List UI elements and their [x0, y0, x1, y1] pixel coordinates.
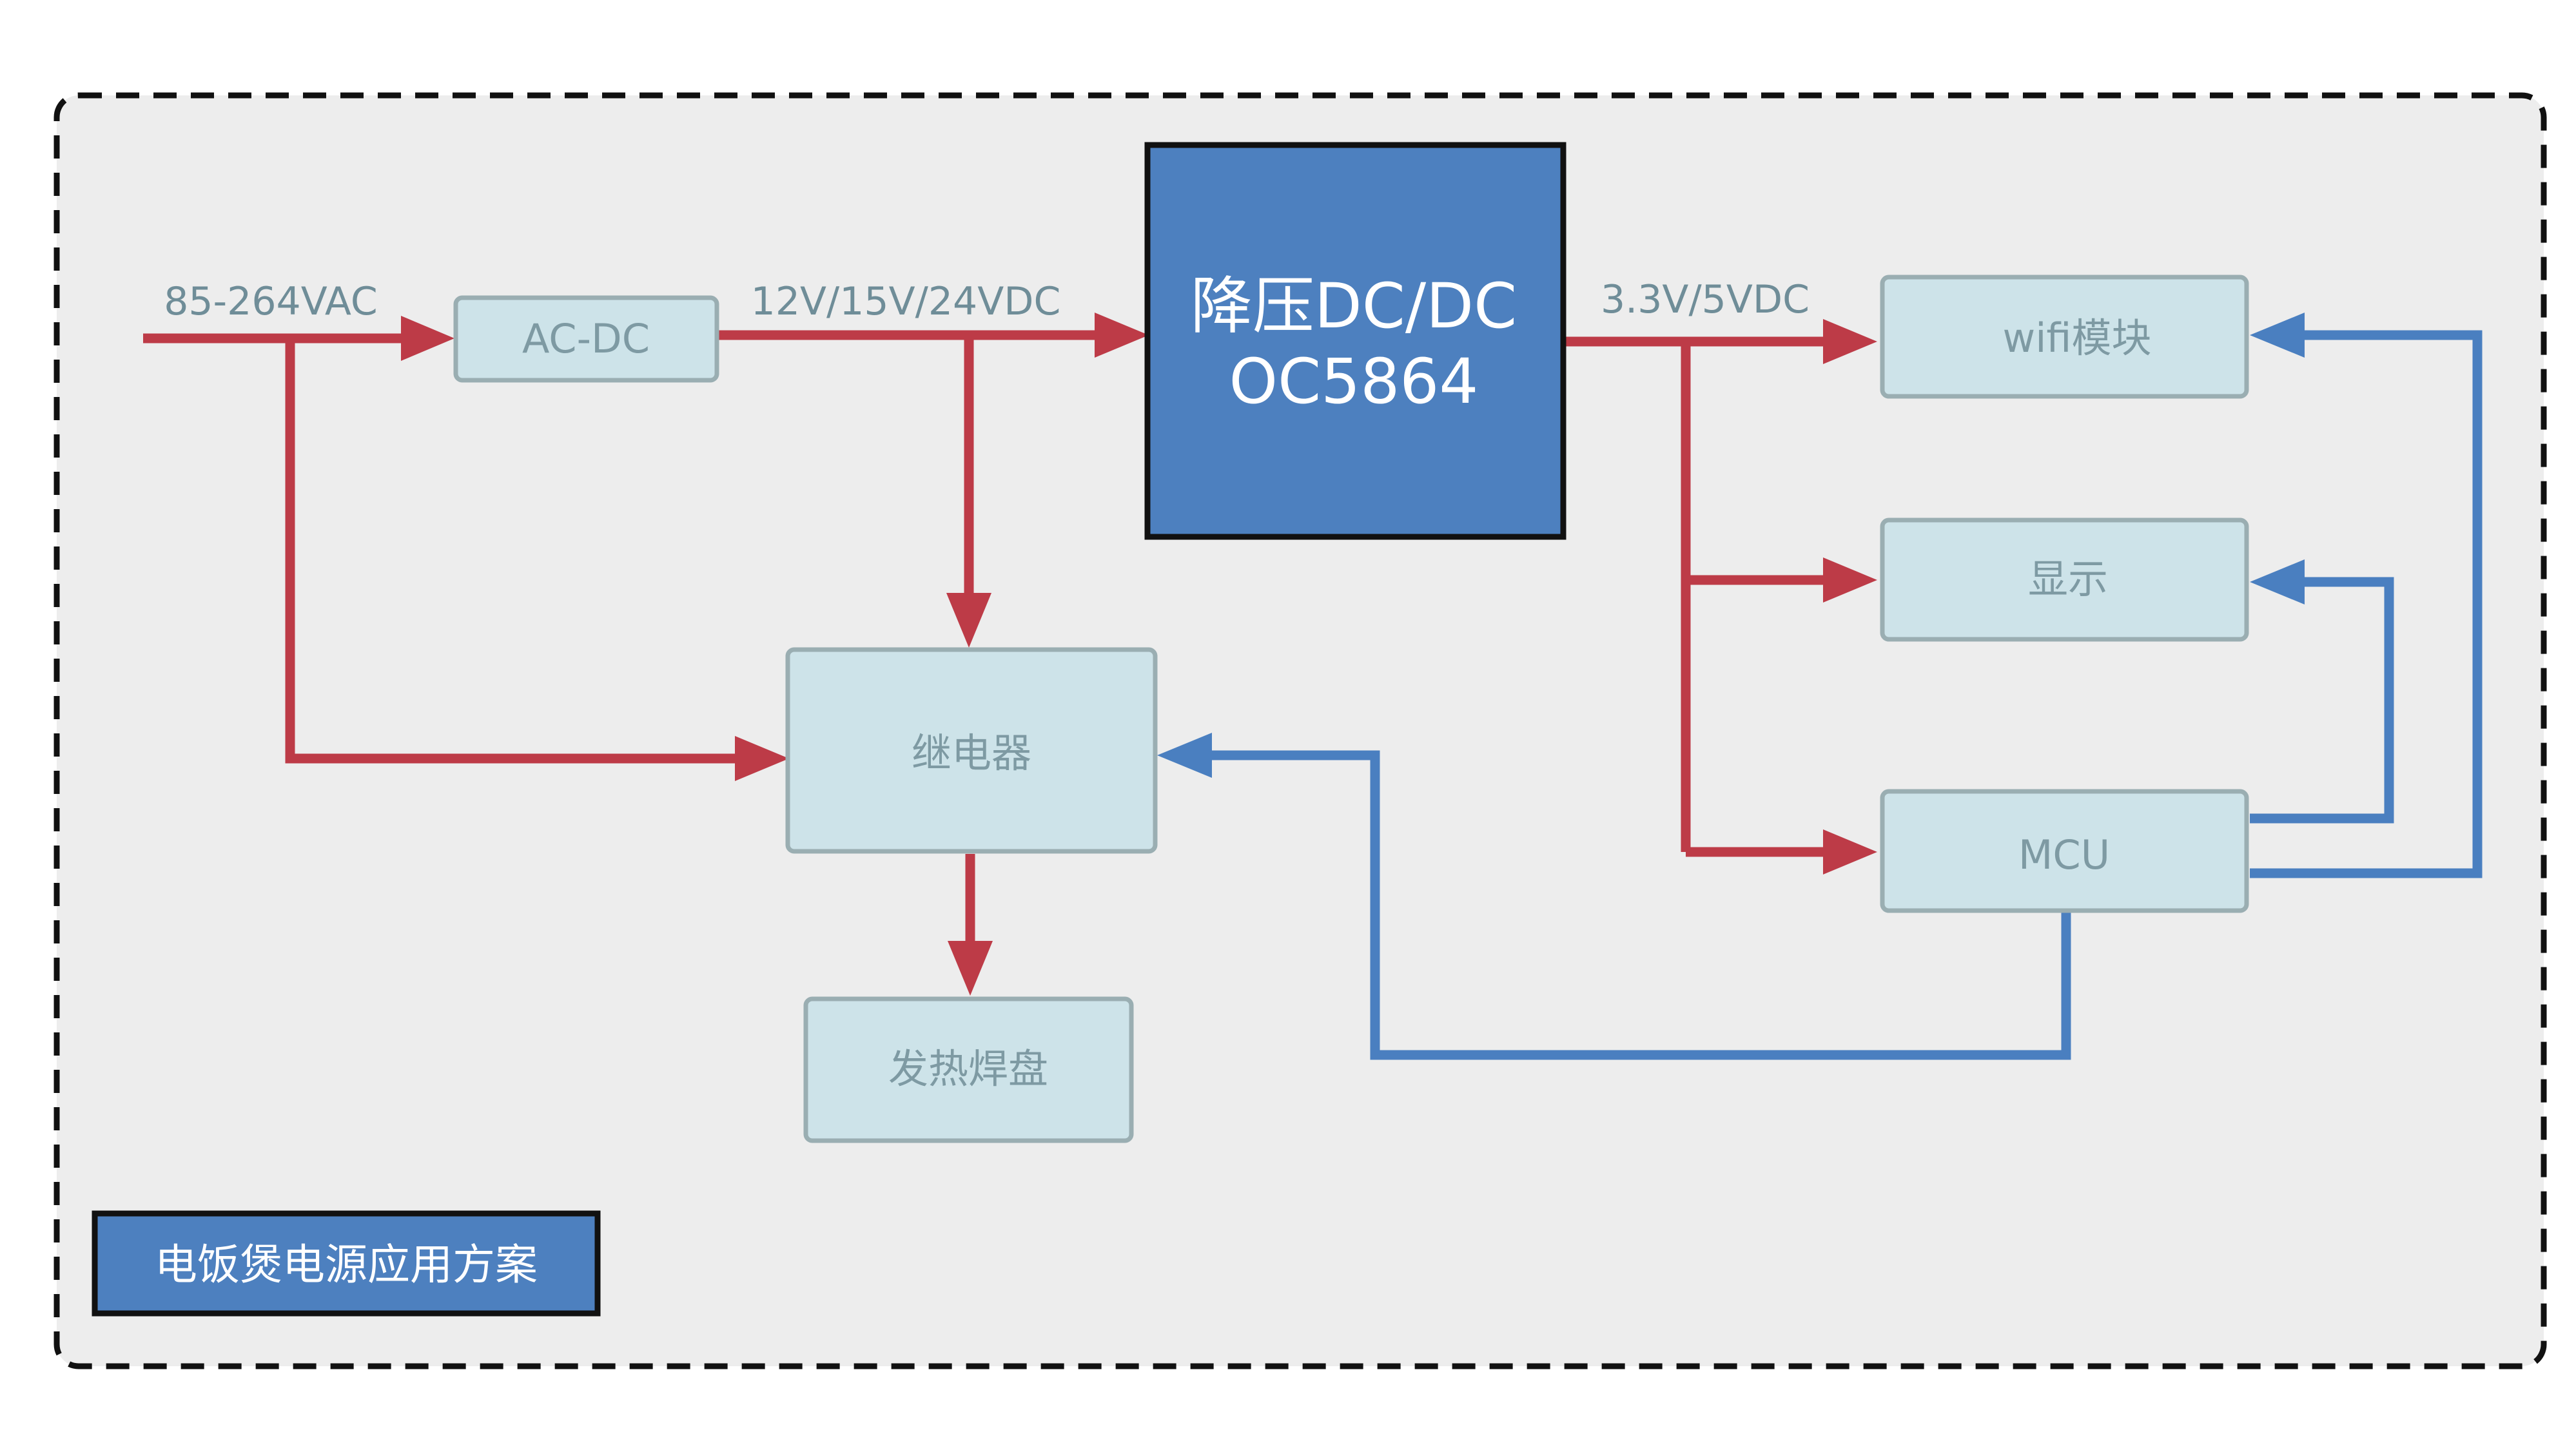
- mcu-block: [1880, 789, 2249, 913]
- acdc-block: [453, 295, 719, 383]
- acdc-label: AC-DC: [522, 315, 650, 362]
- arrow-mcu-to-display: [2250, 559, 2305, 604]
- arrow-dc-to-relay: [946, 593, 991, 648]
- input-voltage-label: 85-264VAC: [164, 279, 378, 324]
- logic-voltage-label: 3.3V/5VDC: [1601, 277, 1810, 322]
- relay-block: [785, 647, 1158, 854]
- mcu-label: MCU: [2018, 831, 2110, 878]
- arrow-to-display: [1823, 557, 1877, 603]
- buck-dcdc-chip: [1144, 142, 1566, 540]
- arrow-to-mcu: [1823, 829, 1877, 875]
- title-box: [92, 1210, 601, 1317]
- arrow-to-acdc: [401, 316, 454, 361]
- display-label: 显示: [2028, 556, 2108, 603]
- arrow-ac-to-relay: [735, 736, 789, 781]
- page-title: 电饭煲电源应用方案: [155, 1240, 538, 1290]
- arrow-mcu-to-wifi: [2250, 313, 2305, 358]
- display-block: [1880, 517, 2249, 642]
- relay-label: 继电器: [912, 730, 1031, 777]
- heater-label: 发热焊盘: [888, 1045, 1048, 1092]
- mcu-relay-signal-line: [1205, 750, 2071, 1060]
- wifi-label: wifi模块: [2003, 314, 2152, 362]
- wifi-block: [1880, 275, 2249, 399]
- mcu-wifi-signal-line: [2250, 330, 2483, 878]
- arrow-relay-to-heater: [948, 941, 993, 996]
- chip-label-line1: 降压DC/DC: [1191, 270, 1517, 342]
- outer-panel: [54, 92, 2547, 1369]
- mcu-display-signal-line: [2250, 577, 2394, 824]
- arrow-mcu-to-relay: [1157, 733, 1212, 778]
- arrow-to-wifi: [1823, 319, 1877, 364]
- arrow-to-chip: [1095, 313, 1149, 358]
- ac-to-relay-line: [285, 338, 741, 764]
- chip-label-line2: OC5864: [1229, 345, 1479, 418]
- heater-block: [803, 996, 1134, 1143]
- dc-bus-voltage-label: 12V/15V/24VDC: [751, 279, 1061, 324]
